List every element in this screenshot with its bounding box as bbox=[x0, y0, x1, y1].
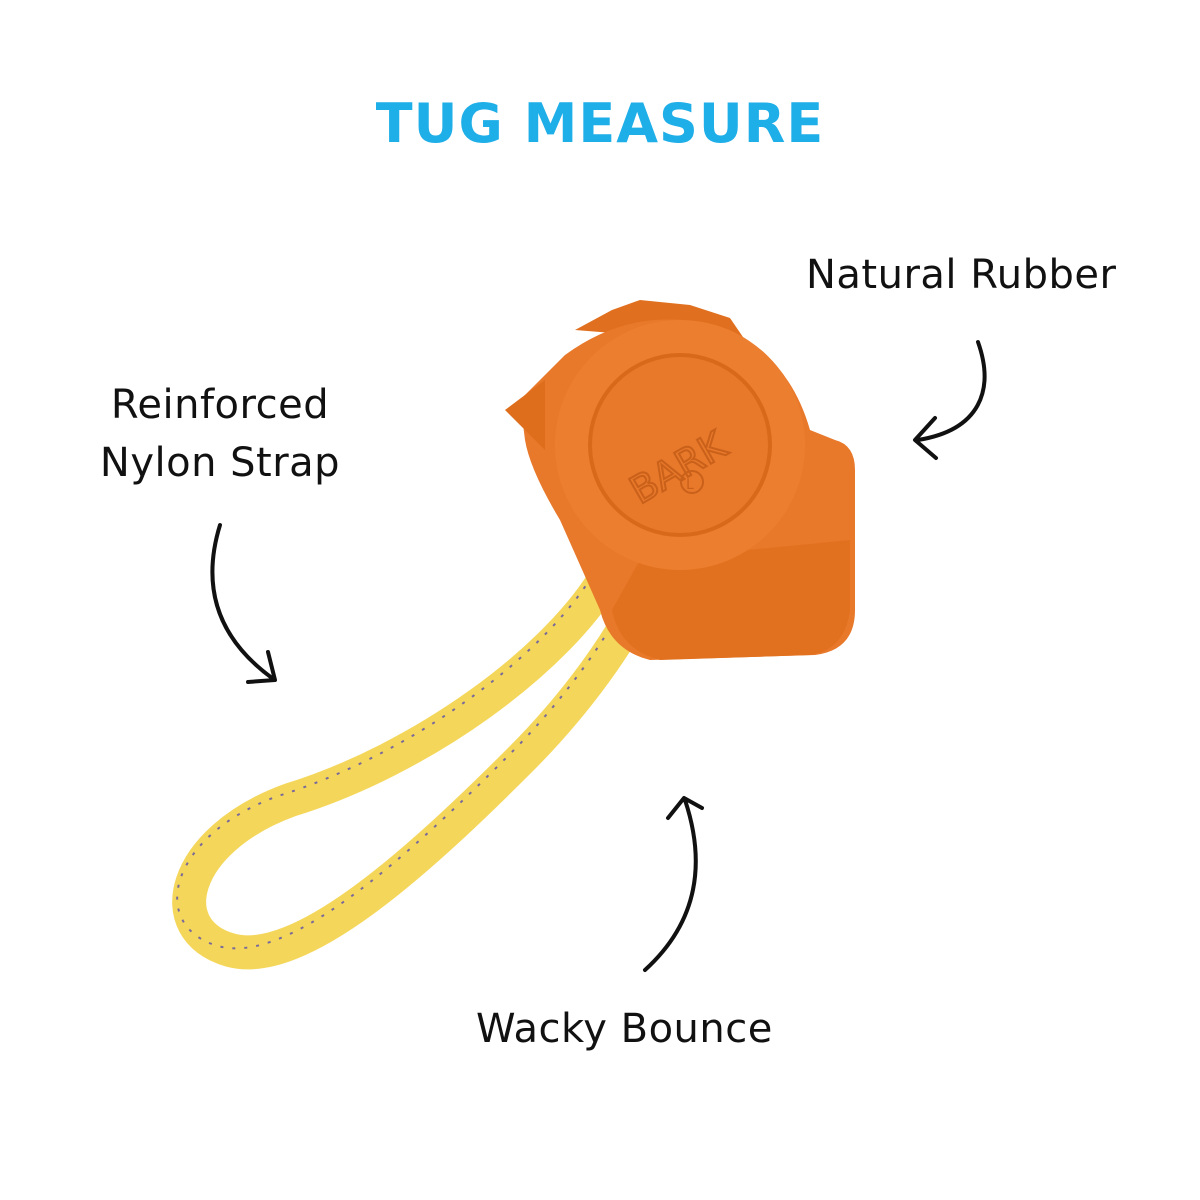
arrow-natural-rubber-icon bbox=[913, 340, 987, 460]
label-strap-line2: Nylon Strap bbox=[99, 440, 341, 486]
rubber-tape-measure-toy: BARK L bbox=[505, 300, 855, 660]
nylon-strap bbox=[172, 553, 657, 970]
label-nylon-strap: Reinforced Nylon Strap bbox=[60, 376, 380, 492]
label-strap-line1: Reinforced bbox=[110, 382, 330, 428]
size-badge bbox=[680, 470, 704, 494]
label-natural-rubber: Natural Rubber bbox=[806, 252, 1117, 298]
product-title: TUG MEASURE bbox=[375, 92, 825, 155]
arrow-nylon-strap-icon bbox=[210, 523, 277, 684]
size-mark: L bbox=[686, 477, 694, 493]
label-wacky-bounce: Wacky Bounce bbox=[476, 1006, 773, 1052]
arrow-wacky-bounce-icon bbox=[643, 796, 704, 972]
